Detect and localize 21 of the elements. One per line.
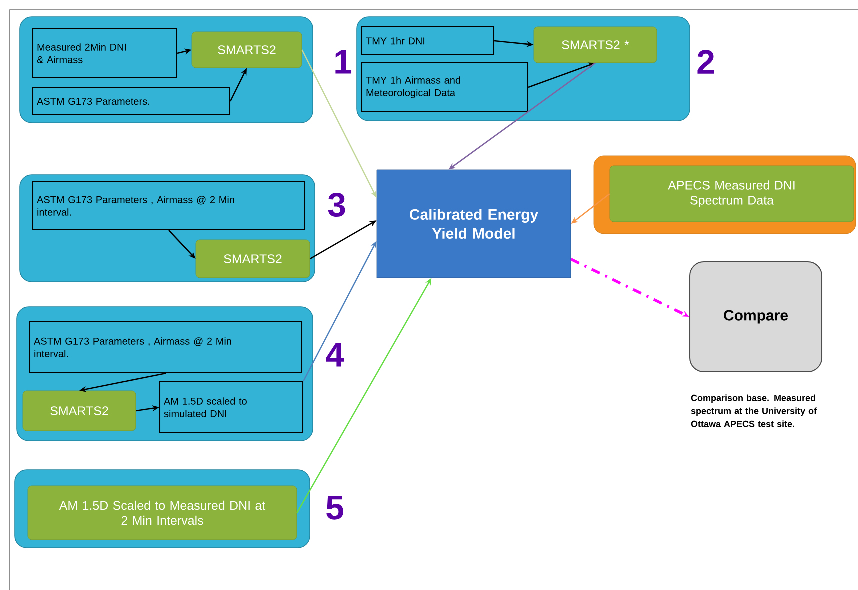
node-label: Comparison base. Measured spectrum at the University of Ottawa APECS test site. <box>691 394 818 428</box>
input-box: TMY 1h Airmass and Meteorological Data <box>362 62 528 112</box>
process-box: SMARTS2 <box>196 240 310 278</box>
input-box: TMY 1hr DNI <box>362 26 494 56</box>
model-box: Calibrated Energy Yield Model <box>376 170 572 278</box>
input-box: ASTM G173 Parameters. <box>32 88 230 116</box>
input-box: AM 1.5D scaled to simulated DNI <box>160 382 304 434</box>
input-box: ASTM G173 Parameters , Airmass @ 2 Min interval. <box>30 322 302 374</box>
step-number: 2 <box>698 50 714 74</box>
step-number: 1 <box>336 50 352 74</box>
process-box: SMARTS2 <box>22 390 136 432</box>
result-box: Compare <box>690 262 822 372</box>
process-box: AM 1.5D Scaled to Measured DNI at 2 Min Intervals <box>28 486 298 540</box>
step-number: 4 <box>326 343 344 367</box>
step-number: 3 <box>328 192 346 218</box>
step-number: 5 <box>326 496 344 520</box>
input-box: Measured 2Min DNI & Airmass <box>32 28 178 78</box>
input-box: ASTM G173 Parameters , Airmass @ 2 Min interval. <box>32 182 306 230</box>
process-box: SMARTS2 <box>192 32 302 68</box>
process-box: APECS Measured DNI Spectrum Data <box>610 166 854 222</box>
process-box: SMARTS2 * <box>534 26 658 64</box>
